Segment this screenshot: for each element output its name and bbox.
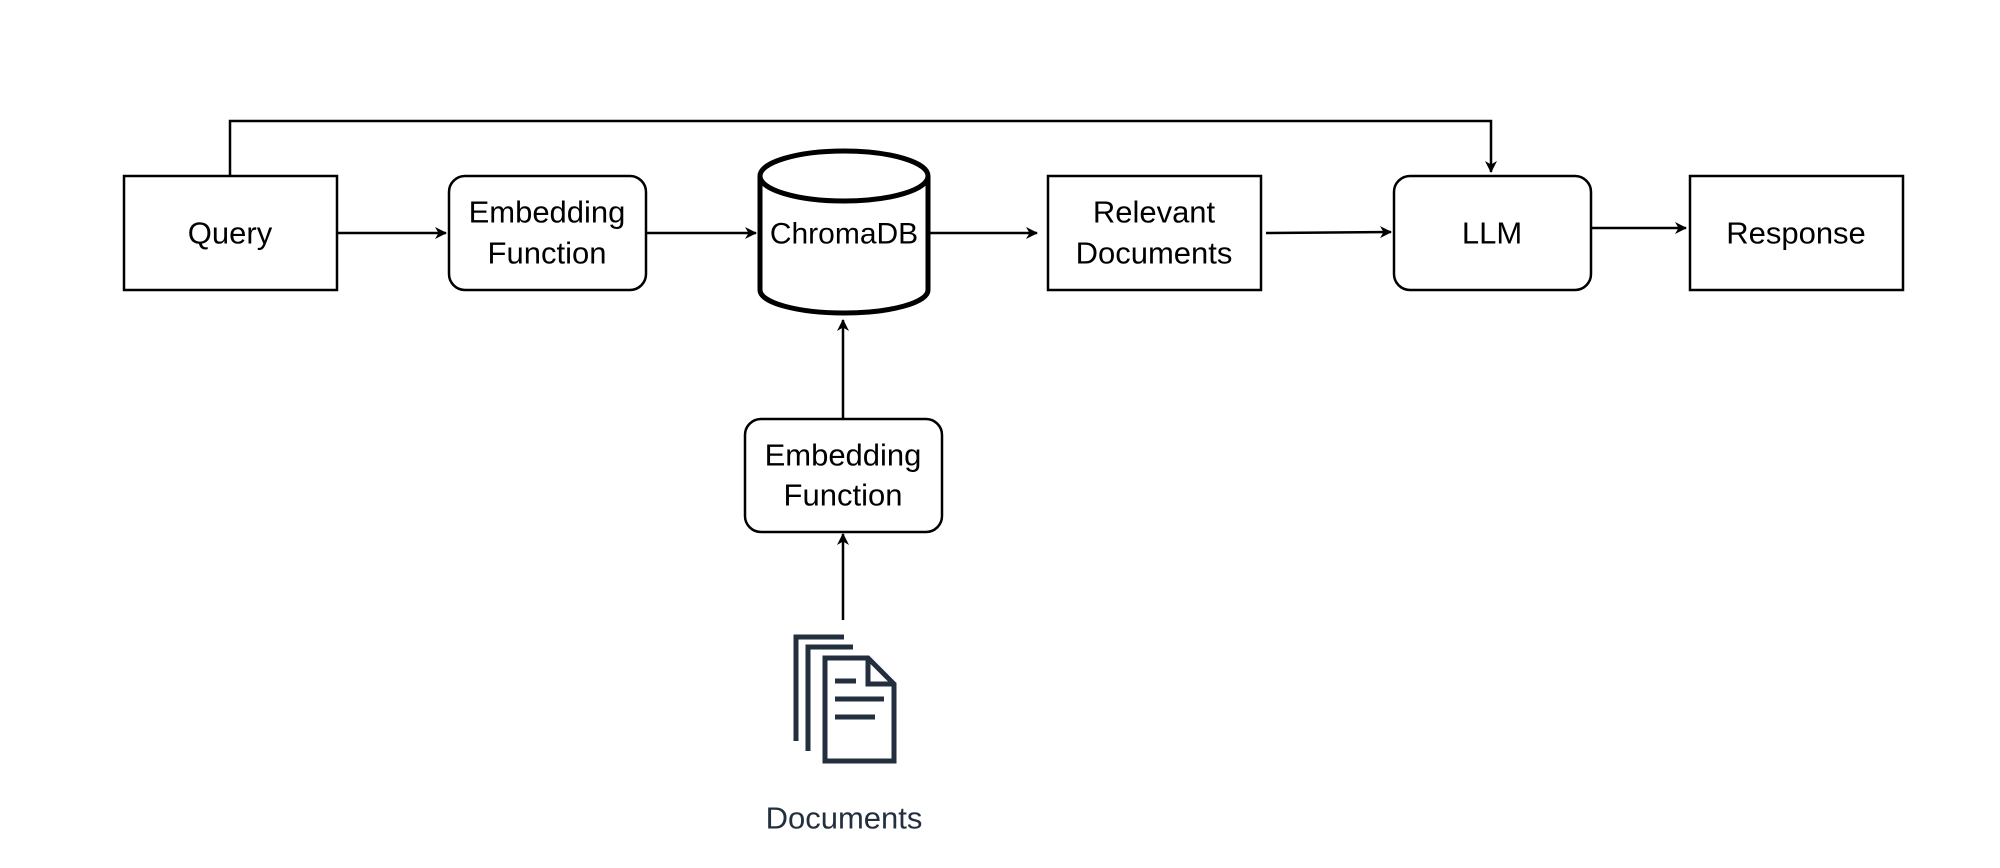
- documents-icon: [793, 634, 897, 764]
- relevant-documents-label-line2: Documents: [1076, 236, 1233, 271]
- chromadb-node: ChromaDB: [757, 148, 931, 316]
- relevant-to-llm-arrow: [1265, 226, 1392, 239]
- query-to-llm-connector: [228, 119, 1497, 175]
- llm-node: LLM: [1392, 174, 1593, 292]
- embedding-function-bottom-node: Embedding Function: [743, 417, 944, 534]
- embedding-function-top-node: Embedding Function: [447, 174, 648, 292]
- documents-label: Documents: [766, 801, 923, 836]
- relevant-documents-label-line1: Relevant: [1093, 195, 1216, 230]
- response-node: Response: [1688, 174, 1905, 292]
- llm-label: LLM: [1462, 216, 1522, 251]
- query-node: Query: [122, 174, 339, 292]
- embedding-function-bottom-label-line1: Embedding: [765, 438, 922, 473]
- query-label: Query: [188, 216, 273, 251]
- embedding-function-bottom-label-line2: Function: [784, 478, 903, 513]
- relevant-documents-node: Relevant Documents: [1046, 174, 1263, 292]
- embedding-function-top-label-line1: Embedding: [469, 195, 626, 230]
- embedding-function-top-label-line2: Function: [488, 236, 607, 271]
- chromadb-label: ChromaDB: [770, 218, 918, 251]
- response-label: Response: [1726, 216, 1866, 251]
